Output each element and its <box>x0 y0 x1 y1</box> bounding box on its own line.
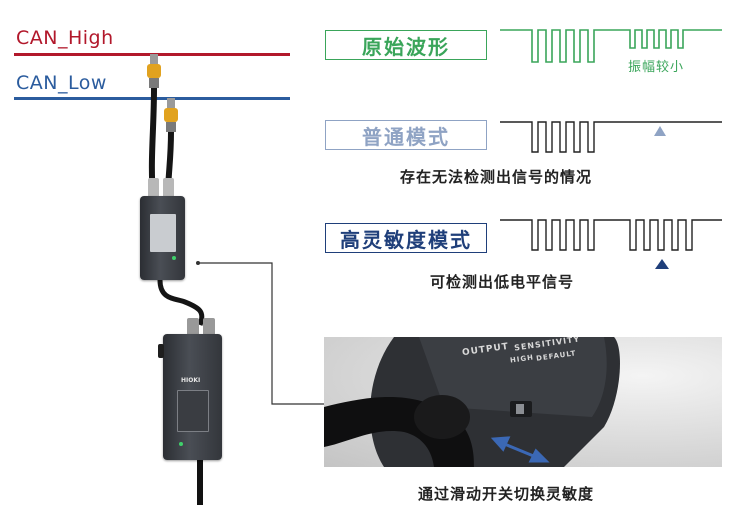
amplifier-label-plate <box>177 390 209 432</box>
waveform-high-sensitivity <box>500 219 722 251</box>
switch-photo-drawing <box>324 337 620 467</box>
mode-box-normal: 普通模式 <box>325 120 487 150</box>
caption-high-sensitivity: 可检测出低电平信号 <box>430 273 575 291</box>
can-high-label: CAN_High <box>16 27 114 49</box>
caption-normal: 存在无法检测出信号的情况 <box>400 168 593 186</box>
clip-low <box>164 98 178 132</box>
sensor-label-plate <box>150 214 176 252</box>
sensor-led <box>172 256 176 260</box>
caption-photo: 通过滑动开关切换灵敏度 <box>418 485 595 503</box>
double-arrow-icon <box>490 436 550 463</box>
can-low-label: CAN_Low <box>16 72 107 94</box>
waveform-normal <box>500 121 722 153</box>
switch-photo: OUTPUT SENSITIVITY HIGH DEFAULT <box>324 337 722 467</box>
small-amplitude-note: 振幅较小 <box>628 60 685 75</box>
triangle-up-icon-dark <box>655 259 669 269</box>
clip-high <box>147 54 161 88</box>
amplifier-led <box>179 442 183 446</box>
mode-box-high-sensitivity: 高灵敏度模式 <box>325 223 487 253</box>
mode-box-original: 原始波形 <box>325 30 487 60</box>
amplifier-unit: HIOKI <box>158 334 222 460</box>
brand-logo: HIOKI <box>181 377 201 384</box>
waveform-original <box>500 29 722 63</box>
sensor-unit <box>140 196 185 280</box>
triangle-up-icon <box>654 126 666 136</box>
amplifier-switch-knob <box>158 344 164 358</box>
